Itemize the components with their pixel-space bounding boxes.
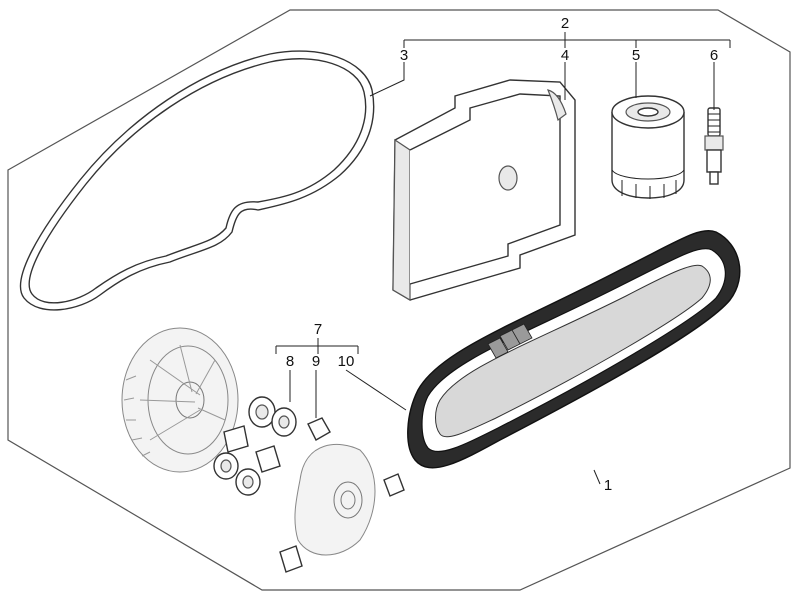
- callout-9: 9: [312, 353, 320, 370]
- callout-4: 4: [561, 47, 569, 64]
- sliders: [279, 417, 405, 573]
- drive-belt: [407, 229, 741, 469]
- frame-border: [7, 9, 791, 591]
- gasket: [19, 50, 375, 311]
- variator-pulley: [121, 327, 239, 473]
- callout-2: 2: [561, 15, 569, 32]
- back-plate: [294, 444, 376, 556]
- oil-filter: [611, 95, 685, 199]
- callout-5: 5: [632, 47, 640, 64]
- air-filter: [392, 79, 576, 302]
- callout-6: 6: [710, 47, 718, 64]
- leader-lines: [275, 32, 731, 485]
- callout-10: 10: [338, 353, 355, 370]
- callout-3: 3: [400, 47, 408, 64]
- rollers: [213, 396, 297, 496]
- callout-7: 7: [314, 321, 322, 338]
- spark-plug: [704, 107, 724, 185]
- callout-1: 1: [604, 477, 612, 494]
- callout-8: 8: [286, 353, 294, 370]
